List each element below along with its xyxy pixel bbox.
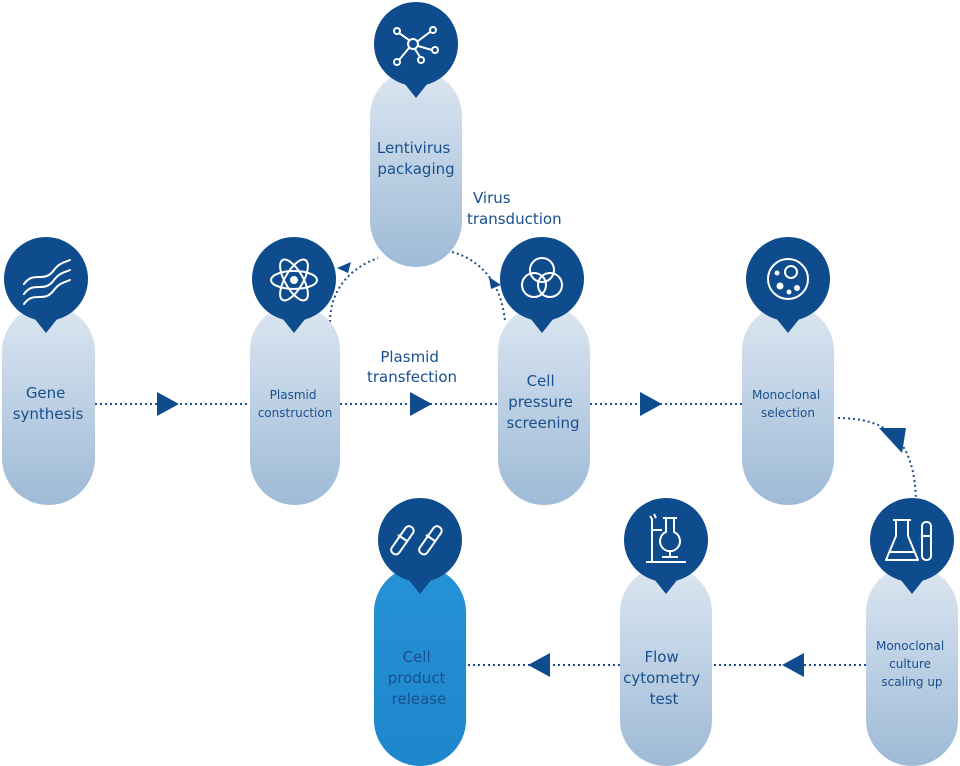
arrowhead-left bbox=[528, 653, 550, 677]
dna-strands-icon bbox=[23, 259, 71, 305]
step-icon-badge bbox=[746, 237, 830, 321]
step-icon-badge bbox=[374, 2, 458, 86]
step-pill bbox=[498, 305, 590, 505]
step-plasmid-construction: Plasmid construction bbox=[250, 237, 340, 505]
step-label: Flow cytometry test bbox=[623, 648, 705, 708]
connector-label-virus-transduction: Virus transduction bbox=[467, 189, 562, 228]
step-label: Cell product release bbox=[388, 648, 450, 708]
step-pill bbox=[250, 305, 340, 505]
arrowhead-right bbox=[157, 392, 179, 416]
step-monoclonal-selection: Monoclonal selection bbox=[742, 237, 834, 505]
step-label: Plasmid construction bbox=[258, 388, 333, 420]
step-icon-badge bbox=[378, 498, 462, 582]
arrowhead-right bbox=[640, 392, 662, 416]
step-gene-synthesis: Gene synthesis bbox=[2, 237, 95, 505]
test-tubes-icon bbox=[390, 525, 443, 556]
step-label: Lentivirus packaging bbox=[377, 139, 455, 178]
connector-selection-to-culture bbox=[837, 417, 917, 506]
step-icon-badge bbox=[4, 237, 88, 321]
arrowhead-small bbox=[489, 277, 501, 289]
step-pill bbox=[742, 305, 834, 505]
molecule-network-icon bbox=[393, 26, 439, 66]
lab-flasks-icon bbox=[885, 519, 932, 561]
step-icon-badge bbox=[624, 498, 708, 582]
step-icon-badge bbox=[870, 498, 954, 582]
step-pill-highlighted bbox=[374, 566, 466, 766]
step-pill bbox=[2, 305, 95, 505]
step-cell-pressure-screening: Cell pressure screening bbox=[498, 237, 590, 505]
venn-circles-icon bbox=[521, 257, 563, 298]
arrowhead-small bbox=[337, 262, 351, 273]
atom-icon bbox=[270, 258, 318, 302]
distillation-icon bbox=[646, 513, 686, 563]
step-label: Cell pressure screening bbox=[506, 372, 579, 432]
step-pill bbox=[620, 566, 712, 766]
connector-plasmid-to-lentivirus bbox=[329, 257, 379, 323]
arrowheads bbox=[157, 262, 906, 677]
step-pill bbox=[866, 566, 958, 766]
connector-label-plasmid-transfection: Plasmid transfection bbox=[367, 348, 457, 386]
connector-lentivirus-to-screening bbox=[451, 251, 506, 323]
cell-icon bbox=[767, 258, 809, 300]
step-label: Monoclonal selection bbox=[752, 388, 824, 420]
arrowhead-left bbox=[782, 653, 804, 677]
step-flow-cytometry: Flow cytometry test bbox=[620, 498, 712, 766]
step-pill bbox=[370, 70, 462, 267]
arrowhead-down bbox=[879, 428, 906, 453]
step-icon-badge bbox=[500, 237, 584, 321]
step-lentivirus-packaging: Lentivirus packaging bbox=[370, 2, 462, 267]
arrowhead-right bbox=[410, 392, 432, 416]
step-label: Gene synthesis bbox=[13, 384, 84, 423]
step-label: Monoclonal culture scaling up bbox=[876, 639, 948, 689]
step-monoclonal-culture: Monoclonal culture scaling up bbox=[866, 498, 958, 766]
step-cell-product-release: Cell product release bbox=[374, 498, 466, 766]
